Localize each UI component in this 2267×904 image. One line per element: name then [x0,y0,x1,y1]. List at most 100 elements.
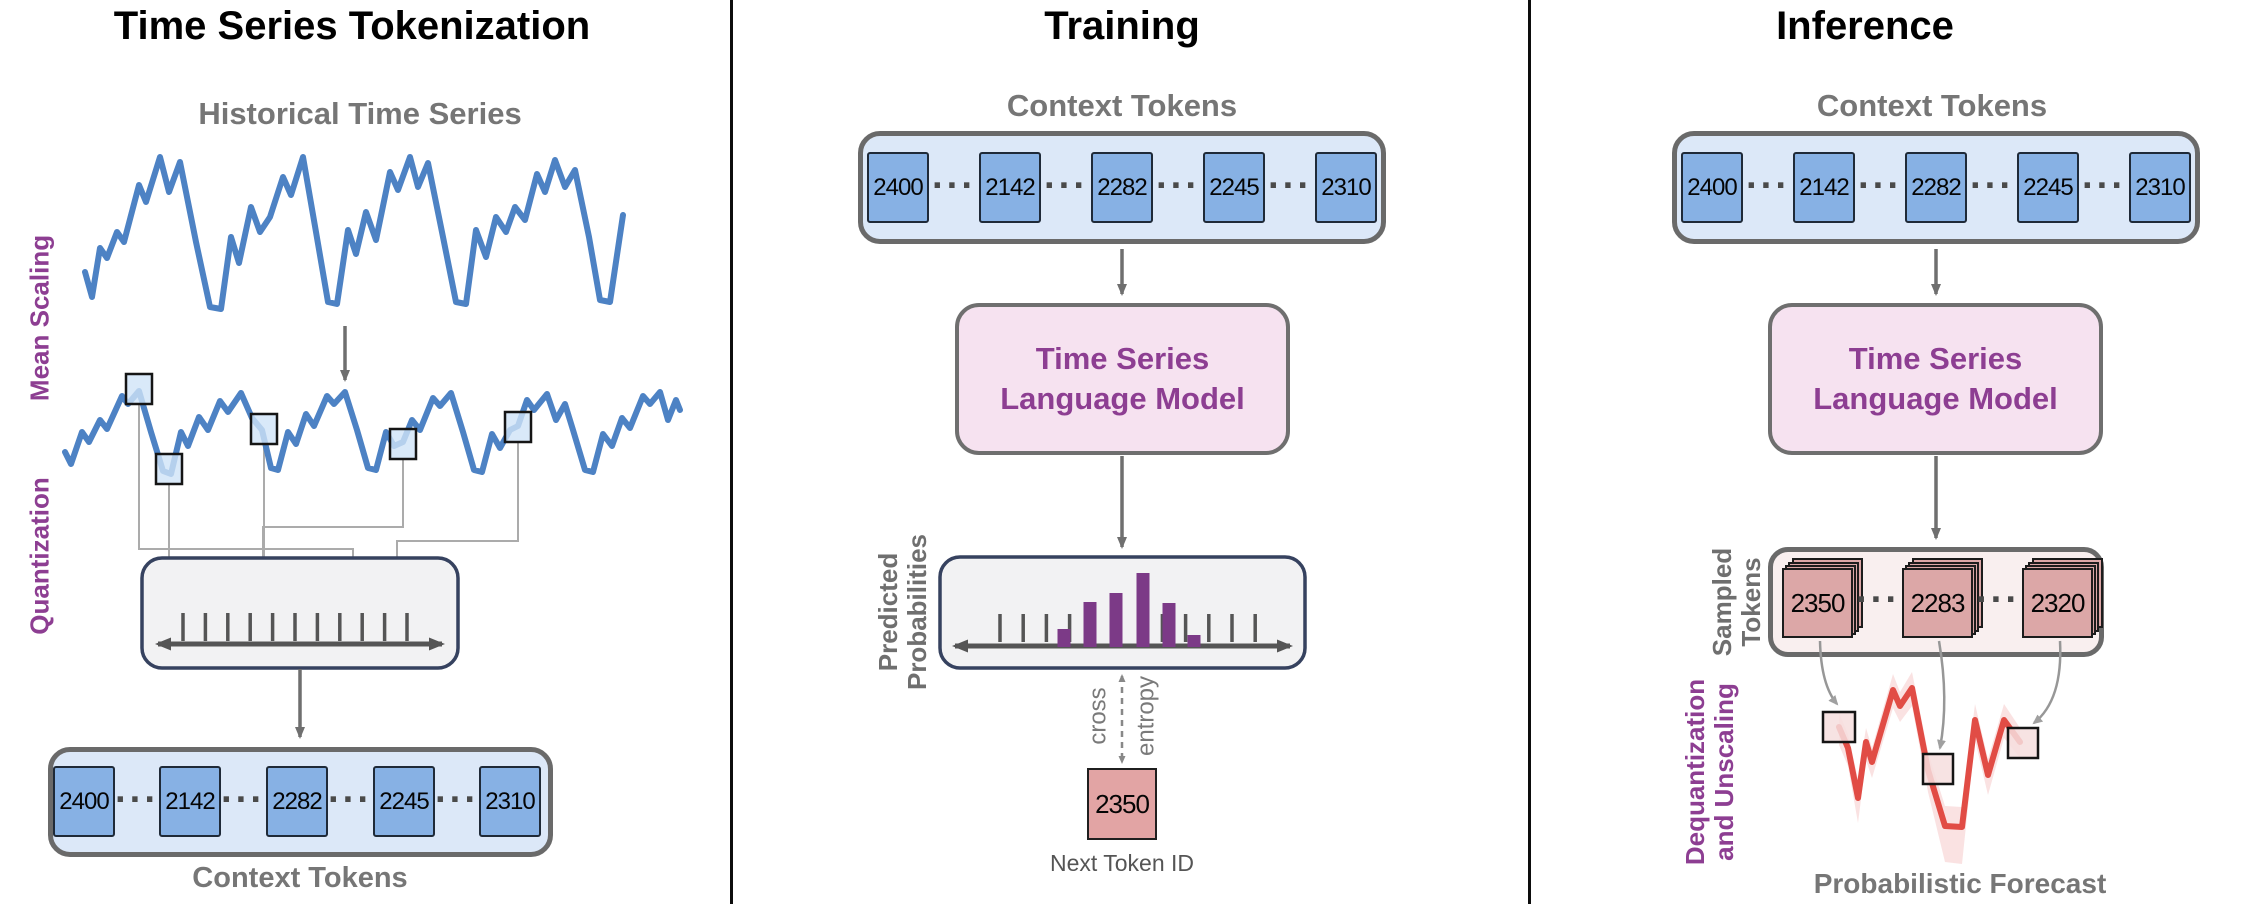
ellipsis: ··· [1856,578,1900,621]
sampled-tokens-label: Sampled Tokens [1706,547,1766,657]
quantization-connector-lines [138,404,519,632]
scaled-sample-highlight-boxes [124,372,533,486]
sampled-token-card: 2350 [1782,558,1863,638]
ellipsis: ··· [328,778,372,821]
historical-series-subtitle: Historical Time Series [198,96,522,131]
sampled-token-value: 2283 [1902,568,1973,638]
ellipsis: ··· [435,778,479,821]
panel-divider-right [1528,0,1531,904]
context-token: 2282 [266,766,328,837]
sample-highlight-box [124,372,154,406]
inference-language-model-box: Time Series Language Model [1768,303,2103,455]
dequant-label-line1: Dequantization [1679,678,1710,866]
connector-line [168,484,202,632]
quantization-label: Quantization [24,477,55,635]
sample-highlight-box [249,412,279,446]
tokenization-context-tokens-container [48,747,553,857]
sampled-token-value: 2320 [2022,568,2093,638]
dequantized-sample-box [1821,710,1857,744]
ellipsis: ··· [1044,164,1088,207]
scaled-time-series-line [62,388,683,477]
tokenization-title: Time Series Tokenization [113,4,591,48]
training-title: Training [1044,4,1200,48]
cross-entropy-label-entropy: entropy [1132,675,1160,757]
predicted-probabilities-box [938,555,1307,670]
context-token: 2310 [479,766,541,837]
next-token-box: 2350 [1087,768,1157,840]
ellipsis: ··· [1976,578,2020,621]
probability-bar [1109,593,1123,647]
probability-bars [1057,573,1201,647]
model-label-line1: Time Series [1848,340,2023,376]
connector-line [392,442,519,632]
context-token: 2310 [1315,152,1377,223]
cross-entropy-label-cross: cross [1084,687,1112,745]
ellipsis: ··· [1970,164,2014,207]
sample-to-forecast-arrows [1818,640,2062,750]
ellipsis: ··· [1268,164,1312,207]
sampled-label-line1: Sampled [1706,547,1737,657]
probabilistic-forecast-caption: Probabilistic Forecast [1813,868,2107,899]
dequantization-label: Dequantization and Unscaling [1679,678,1739,866]
sampled-label-line2: Tokens [1736,557,1766,647]
predicted-label-line2: Probabilities [902,533,932,691]
ellipsis: ··· [932,164,976,207]
quantization-bin-ticks [181,613,409,641]
probability-bar [1136,573,1150,647]
inference-context-tokens-caption: Context Tokens [1816,88,2048,123]
sample-highlight-box [388,427,418,461]
sample-highlight-box [154,452,184,486]
probability-bar [1057,629,1071,647]
sample-highlight-box [503,410,533,444]
inference-title: Inference [1776,4,1954,48]
ellipsis: ··· [1156,164,1200,207]
ellipsis: ··· [1746,164,1790,207]
ellipsis: ··· [221,778,265,821]
context-token: 2400 [867,152,929,223]
dequantized-sample-boxes [1821,710,2040,786]
context-token: 2142 [1793,152,1855,223]
training-language-model-box: Time Series Language Model [955,303,1290,455]
context-token: 2142 [159,766,221,837]
dequantized-sample-box [1921,752,1955,786]
context-token: 2282 [1091,152,1153,223]
next-token-caption: Next Token ID [1049,850,1195,876]
context-token: 2245 [373,766,435,837]
dequant-label-line2: and Unscaling [1709,683,1739,861]
probability-bar [1083,602,1097,647]
predicted-label-line1: Predicted [872,552,903,672]
probability-bar [1162,603,1176,647]
ellipsis: ··· [115,778,159,821]
training-context-tokens-caption: Context Tokens [1006,88,1238,123]
sample-arrow [1937,640,1946,750]
connector-line [138,404,358,632]
quantization-box [140,556,460,670]
sampled-token-card: 2283 [1902,558,1983,638]
forecast-uncertainty-band [1839,672,2020,864]
mean-scaling-label: Mean Scaling [24,234,55,402]
dequantized-sample-box [2006,726,2040,760]
context-tokens-caption: Context Tokens [192,862,408,894]
context-token: 2245 [2017,152,2079,223]
connector-line [236,444,265,632]
predicted-probabilities-label: Predicted Probabilities [872,533,932,691]
probability-axis-ticks [998,614,1257,642]
panel-divider-left [730,0,733,904]
sampled-token-value: 2350 [1782,568,1853,638]
probability-bar [1187,635,1201,647]
historical-time-series-line [82,154,626,312]
connector-line [258,459,404,632]
model-label-line2: Language Model [1813,381,2058,416]
context-token: 2310 [2129,152,2191,223]
context-token: 2400 [1681,152,1743,223]
context-token: 2245 [1203,152,1265,223]
forecast-median-line [1836,685,2023,830]
sampled-token-card: 2320 [2022,558,2103,638]
context-token: 2142 [979,152,1041,223]
ellipsis: ··· [2082,164,2126,207]
context-token: 2400 [53,766,115,837]
context-token: 2282 [1905,152,1967,223]
model-label-line1: Time Series [1035,340,1210,376]
model-label-line2: Language Model [1000,381,1245,416]
